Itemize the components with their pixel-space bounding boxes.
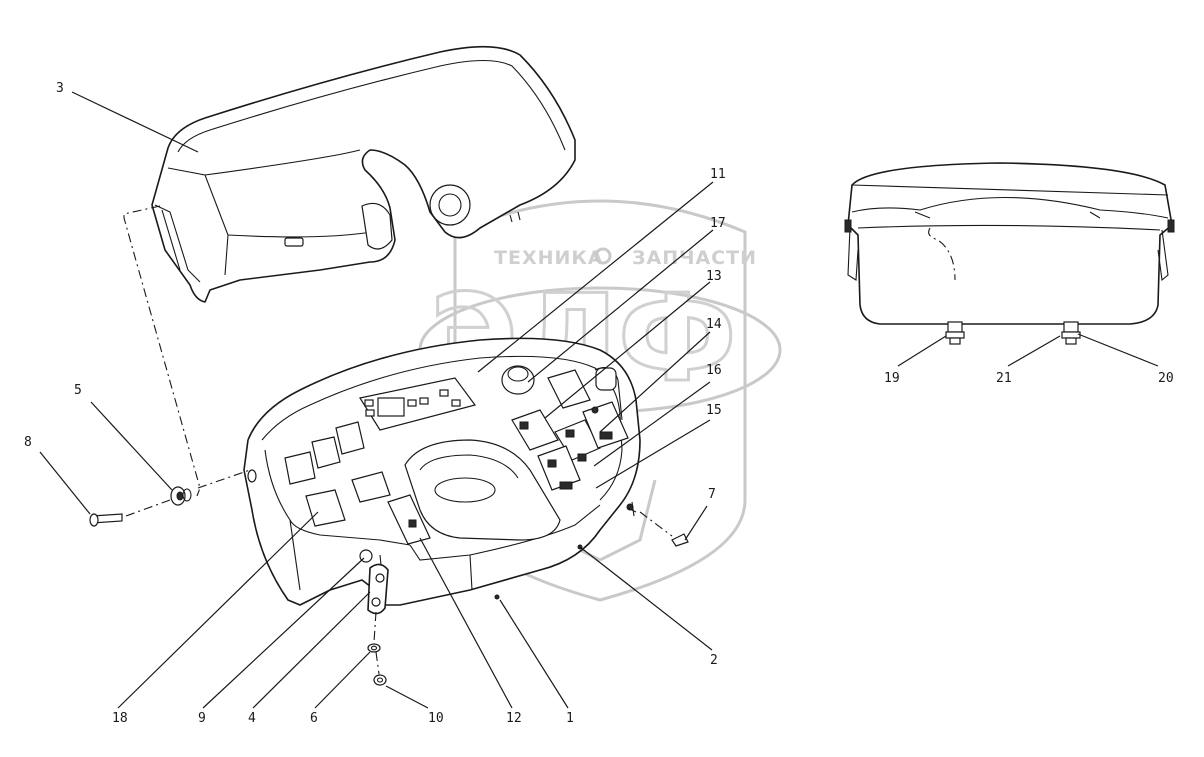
watermark-left-word: ТЕХНИКА: [494, 247, 604, 269]
console-body-part: [243, 337, 641, 606]
callout-9: 9: [198, 711, 206, 726]
console-rear-view: [844, 162, 1175, 345]
screw-part: [89, 513, 123, 527]
callout-labels: 3 5 8 11 17 13 14 16 15 7 2 18 9 4 6 10 …: [24, 81, 1174, 726]
gear-icon: [594, 247, 612, 265]
upper-cover-part: [151, 45, 576, 303]
callout-4: 4: [248, 711, 256, 726]
callout-21: 21: [996, 371, 1012, 386]
callout-1: 1: [566, 711, 574, 726]
leader-lines: [39, 91, 1159, 709]
axis-line: [639, 511, 673, 537]
callout-14: 14: [706, 317, 722, 332]
callout-13: 13: [706, 269, 722, 284]
watermark-right-word: ЗАПЧАСТИ: [632, 247, 757, 269]
callout-16: 16: [706, 363, 722, 378]
washer-part: [170, 486, 192, 506]
clip-part: [627, 501, 689, 547]
rear-fastener-right: [1061, 321, 1081, 345]
axis-line: [125, 499, 171, 517]
callout-12: 12: [506, 711, 522, 726]
nut-part: [367, 643, 381, 653]
callout-5: 5: [74, 383, 82, 398]
bracket-part: [367, 563, 389, 615]
callout-8: 8: [24, 435, 32, 450]
callout-10: 10: [428, 711, 444, 726]
callout-19: 19: [884, 371, 900, 386]
callout-18: 18: [112, 711, 128, 726]
rear-fastener-left: [945, 321, 965, 345]
bolt-part: [373, 674, 387, 686]
callout-15: 15: [706, 403, 722, 418]
axis-line: [373, 611, 380, 675]
callout-7: 7: [708, 487, 716, 502]
callout-20: 20: [1158, 371, 1174, 386]
callout-17: 17: [710, 216, 726, 231]
callout-11: 11: [710, 167, 726, 182]
callout-3: 3: [56, 81, 64, 96]
assembly-line: [123, 205, 251, 497]
callout-2: 2: [710, 653, 718, 668]
callout-6: 6: [310, 711, 318, 726]
